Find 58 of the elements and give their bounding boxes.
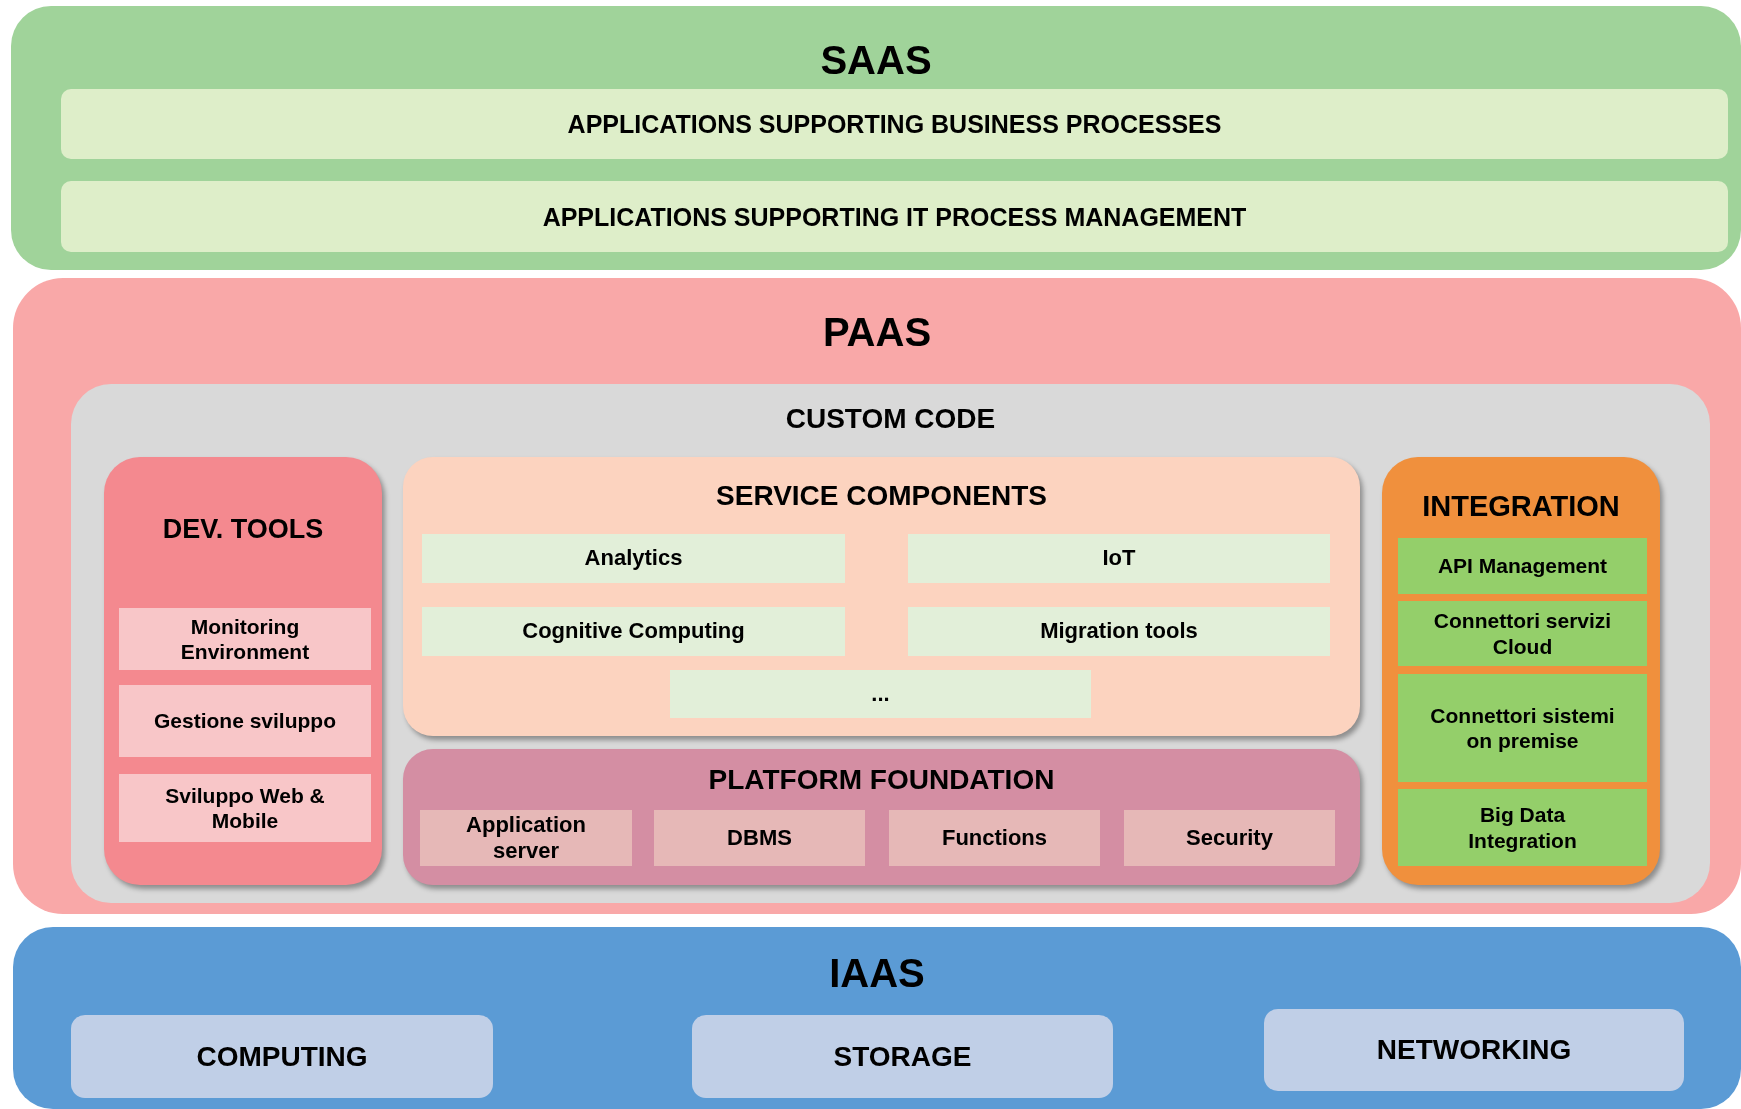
component-box (422, 607, 845, 656)
box-label: APPLICATIONS SUPPORTING BUSINESS PROCESSES (566, 109, 1223, 139)
box-label: NETWORKING (1375, 1033, 1573, 1067)
box-label: Cognitive Computing (521, 618, 746, 645)
box-label: Gestione sviluppo (153, 708, 337, 734)
box-label: Security (1185, 824, 1274, 852)
panel-title: CUSTOM CODE (784, 402, 997, 436)
box-label: COMPUTING (195, 1039, 369, 1074)
component-box (670, 670, 1091, 718)
panel-title: PLATFORM FOUNDATION (707, 763, 1056, 797)
panel-title: SERVICE COMPONENTS (715, 479, 1048, 513)
box-label: STORAGE (832, 1039, 973, 1074)
box-label: DBMS (726, 824, 793, 852)
integration-box (1398, 789, 1647, 866)
integration-panel (1382, 457, 1660, 885)
application-bar (61, 181, 1728, 252)
integration-box (1398, 674, 1647, 782)
foundation-box (889, 810, 1100, 866)
foundation-box (654, 810, 865, 866)
integration-box (1398, 538, 1647, 594)
tool-box (119, 608, 371, 670)
application-bar (61, 89, 1728, 159)
iaas-layer-panel (13, 927, 1741, 1109)
box-label: Migration tools (1039, 618, 1199, 645)
component-box (908, 607, 1330, 656)
integration-box (1398, 601, 1647, 666)
box-label: Sviluppo Web & Mobile (164, 782, 326, 834)
box-label: Connettori servizi Cloud (1432, 608, 1613, 659)
panel-title: IAAS (828, 950, 926, 997)
box-label: Application server (465, 811, 587, 865)
component-box (422, 534, 845, 583)
infrastructure-box (71, 1015, 493, 1098)
box-label: API Management (1436, 553, 1609, 579)
dev-tools-panel (104, 457, 382, 885)
box-label: APPLICATIONS SUPPORTING IT PROCESS MANAGEMENT (541, 201, 1248, 232)
box-label: ... (870, 680, 891, 708)
panel-title: SAAS (819, 37, 933, 84)
service-components-panel (403, 457, 1360, 736)
tool-box (119, 774, 371, 842)
box-label: Analytics (583, 545, 684, 572)
panel-title: DEV. TOOLS (161, 513, 325, 546)
component-box (908, 534, 1330, 583)
box-label: IoT (1101, 545, 1137, 572)
panel-title: INTEGRATION (1421, 489, 1621, 524)
box-label: Monitoring Environment (179, 613, 311, 665)
paas-layer-panel (13, 278, 1741, 914)
panel-title: PAAS (821, 309, 933, 356)
box-label: Big Data Integration (1467, 802, 1578, 853)
custom-code-panel (71, 384, 1710, 903)
tool-box (119, 685, 371, 757)
infrastructure-box (692, 1015, 1113, 1098)
platform-foundation-panel (403, 749, 1360, 885)
foundation-box (1124, 810, 1335, 866)
saas-layer-panel (11, 6, 1741, 270)
box-label: Connettori sistemi on premise (1429, 702, 1616, 754)
foundation-box (420, 810, 632, 866)
infrastructure-box (1264, 1009, 1684, 1091)
box-label: Functions (940, 824, 1049, 852)
